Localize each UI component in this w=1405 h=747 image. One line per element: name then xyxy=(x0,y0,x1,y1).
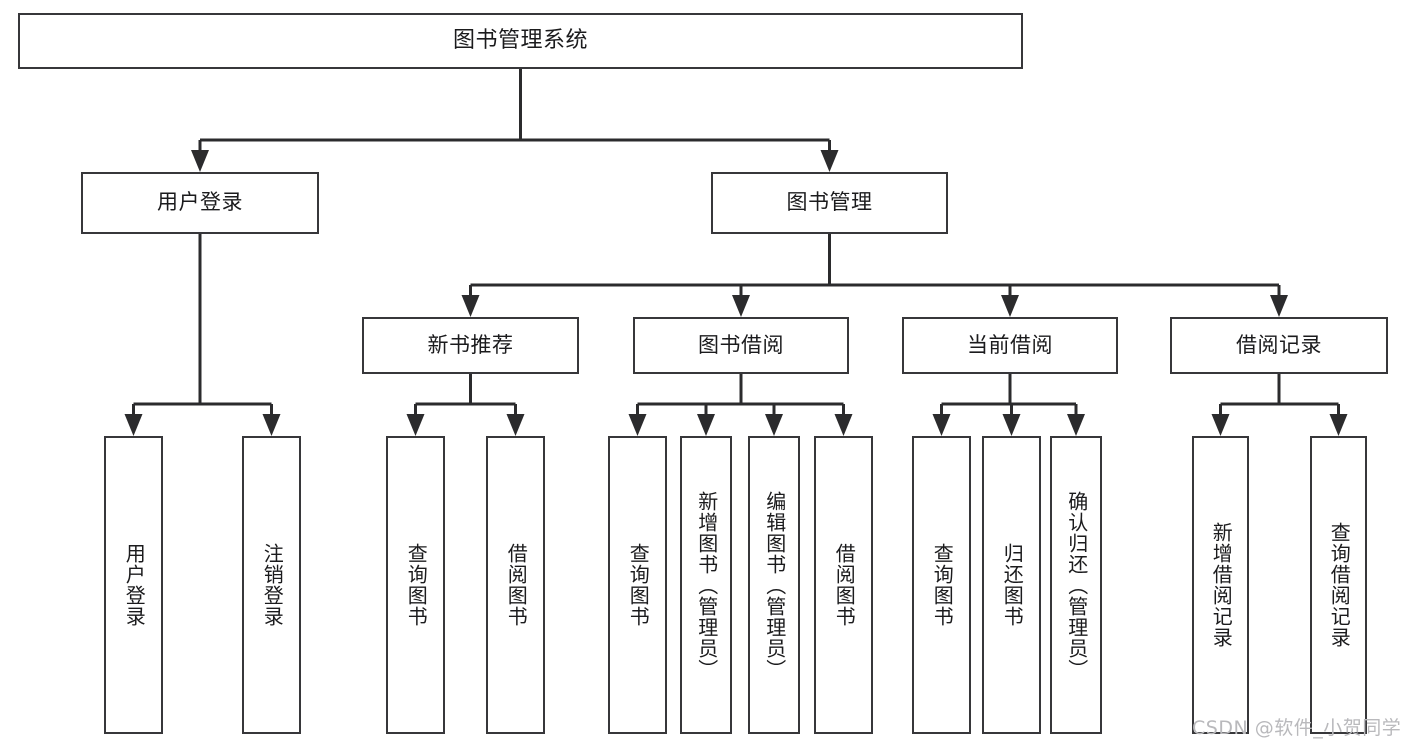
leaf-user-login[interactable]: 用户登录 xyxy=(104,436,163,734)
leaf-add-record[interactable]: 新增借阅记录 xyxy=(1192,436,1249,734)
leaf-borrow-book-1[interactable]: 借阅图书 xyxy=(486,436,545,734)
node-book-manage[interactable]: 图书管理 xyxy=(711,172,948,234)
leaf-borrow-book-2[interactable]: 借阅图书 xyxy=(814,436,873,734)
node-label: 图书管理系统 xyxy=(452,27,588,53)
node-user-login[interactable]: 用户登录 xyxy=(81,172,319,234)
leaf-query-book-3[interactable]: 查询图书 xyxy=(912,436,971,734)
node-book-borrow[interactable]: 图书借阅 xyxy=(633,317,849,374)
node-root-system[interactable]: 图书管理系统 xyxy=(18,13,1023,69)
node-label: 用户登录 xyxy=(157,190,243,215)
leaf-logout[interactable]: 注销登录 xyxy=(242,436,301,734)
leaf-query-book-1[interactable]: 查询图书 xyxy=(386,436,445,734)
node-label: 确认归还（管理员） xyxy=(1064,490,1089,680)
node-label: 归还图书 xyxy=(1000,543,1025,627)
node-label: 查询图书 xyxy=(404,543,429,627)
leaf-query-book-2[interactable]: 查询图书 xyxy=(608,436,667,734)
leaf-confirm-return[interactable]: 确认归还（管理员） xyxy=(1050,436,1102,734)
node-borrow-record[interactable]: 借阅记录 xyxy=(1170,317,1388,374)
leaf-return-book[interactable]: 归还图书 xyxy=(982,436,1041,734)
node-label: 新增图书（管理员） xyxy=(694,490,719,680)
node-current-borrow[interactable]: 当前借阅 xyxy=(902,317,1118,374)
node-label: 注销登录 xyxy=(260,543,285,627)
node-label: 图书管理 xyxy=(786,190,873,215)
node-label: 图书借阅 xyxy=(698,332,784,357)
node-label: 用户登录 xyxy=(122,543,147,627)
node-label: 编辑图书（管理员） xyxy=(762,490,787,680)
node-label: 借阅记录 xyxy=(1236,332,1322,357)
node-label: 查询图书 xyxy=(930,543,955,627)
node-label: 借阅图书 xyxy=(504,543,529,627)
leaf-edit-book[interactable]: 编辑图书（管理员） xyxy=(748,436,800,734)
node-label: 新书推荐 xyxy=(427,332,514,357)
leaf-query-record[interactable]: 查询借阅记录 xyxy=(1310,436,1367,734)
node-new-book-recommend[interactable]: 新书推荐 xyxy=(362,317,579,374)
node-label: 借阅图书 xyxy=(832,543,857,627)
node-label: 查询借阅记录 xyxy=(1327,522,1352,648)
leaf-add-book[interactable]: 新增图书（管理员） xyxy=(680,436,732,734)
node-label: 新增借阅记录 xyxy=(1209,522,1234,648)
node-label: 查询图书 xyxy=(626,543,651,627)
node-label: 当前借阅 xyxy=(967,332,1053,357)
csdn-watermark: CSDN @软件_小贺同学 xyxy=(1192,717,1402,739)
